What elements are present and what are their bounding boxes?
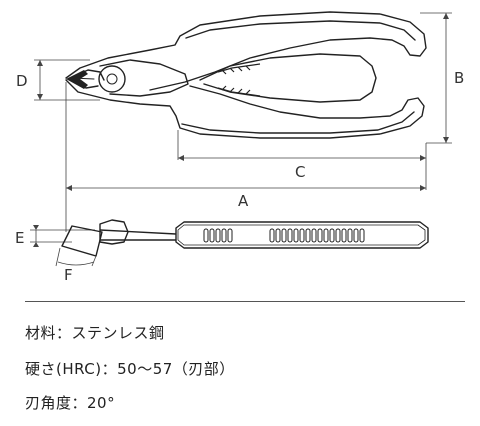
pivot-screw-inner [106, 73, 118, 85]
side-view-nipper [61, 219, 429, 257]
dim-label-d: D [16, 72, 28, 90]
dimension-arrows [33, 13, 449, 247]
dim-label-e: E [15, 229, 24, 247]
jaw-tip-fill [66, 70, 88, 89]
spring [217, 63, 261, 97]
top-view-nipper [65, 11, 427, 139]
pivot-screw [98, 65, 126, 93]
dim-label-f: F [64, 266, 73, 284]
grip-ridges-rear [269, 228, 365, 243]
spec-edge-angle: 刃角度：20° [25, 394, 116, 412]
spec-divider [25, 301, 465, 302]
grip-ridges-front [203, 228, 233, 243]
nipper-diagram: D B C A E F [15, 11, 464, 284]
dim-label-a: A [238, 192, 249, 210]
dimension-lines [30, 12, 452, 243]
angle-f-lines [55, 247, 97, 267]
dim-label-b: B [454, 69, 464, 87]
spec-hardness: 硬さ(HRC)：50〜57（刃部） [25, 360, 235, 378]
spec-material: 材料：ステンレス鋼 [25, 324, 165, 342]
dim-label-c: C [295, 163, 305, 181]
